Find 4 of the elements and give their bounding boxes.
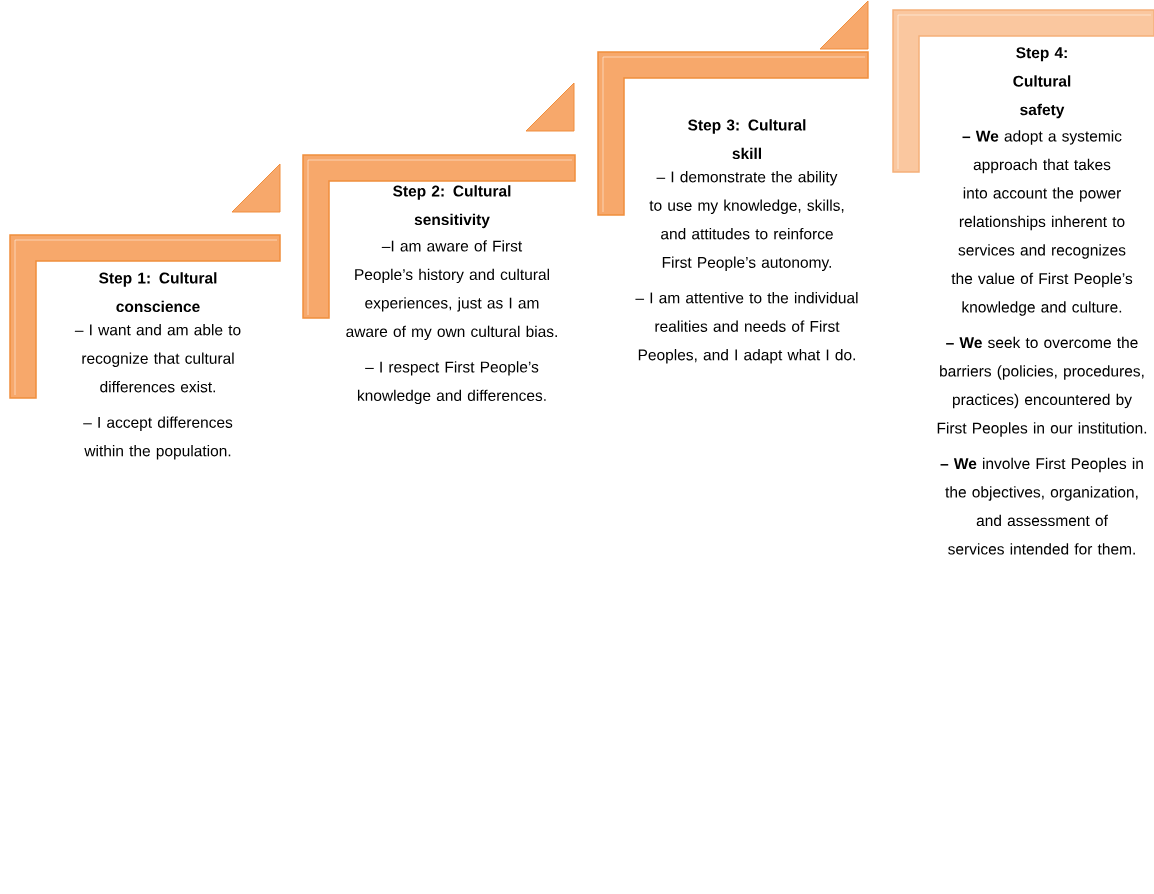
step-text: Step 3: Cultural skill – I demonstrate the ability to use my knowledge, skills, and attitudes to reinforce First People’s autonomy. – I am attentive to the individual realities and needs of First Peoples, and I adapt what I do. bbox=[635, 119, 858, 364]
step-text: Step 2: Cultural sensitivity –I am aware of First People’s history and cultural experiences, just as I am aware of my own cultural bias. – I respect First People’s knowledge and differences. bbox=[346, 185, 557, 405]
step-text: Step 1: Cultural conscience – I want and am able to recognize that cultural differences exist. – I accept differences within the population. bbox=[74, 272, 241, 460]
step-text: Step 4: Cultural safety – We adopt a systemic approach that takes into account the power relationships inherent to services and recognizes the value of First People’s knowledge and culture. – We seek to overcome the barriers (policies, procedures, practices) encountered by First Peoples in our institution. – We involve First Peoples in the objectives, organization, and assessment of services intended for them. bbox=[937, 47, 1147, 555]
